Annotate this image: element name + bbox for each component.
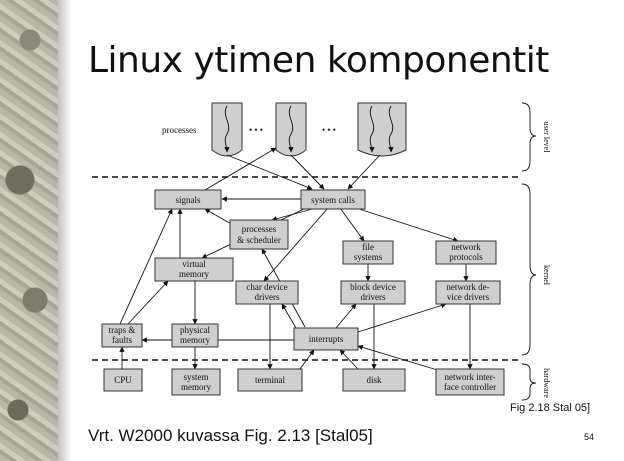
svg-text:& scheduler: & scheduler [237, 235, 281, 245]
node-traps-faults: traps & faults [101, 323, 143, 348]
node-processes-scheduler: processes & scheduler [229, 219, 289, 250]
decorative-strip-shadow [58, 0, 72, 461]
svg-text:disk: disk [366, 375, 382, 385]
node-cpu: CPU [103, 368, 143, 392]
node-network-interface-controller: network inter- face controller [435, 368, 505, 396]
svg-text:systems: systems [354, 252, 383, 262]
node-block-device-drivers: block device drivers [340, 280, 406, 305]
svg-text:virtual: virtual [182, 259, 206, 269]
svg-text:faults: faults [112, 335, 132, 345]
brace-hardware [521, 363, 537, 401]
page-number: 54 [584, 432, 595, 442]
svg-text:interrupts: interrupts [309, 334, 344, 344]
node-char-device-drivers: char device drivers [235, 280, 299, 305]
figure-source: Fig 2.18 Stal 05] [510, 402, 591, 414]
svg-text:network inter-: network inter- [444, 372, 495, 382]
svg-text:system calls: system calls [311, 195, 355, 205]
svg-text:drivers: drivers [255, 292, 280, 302]
svg-text:char device: char device [246, 282, 287, 292]
svg-text:network: network [451, 242, 481, 252]
svg-text:CPU: CPU [114, 375, 132, 385]
layer-label-kernel: kernel [542, 265, 551, 286]
node-interrupts: interrupts [293, 327, 359, 351]
slide-title: Linux ytimen komponentit [88, 40, 549, 81]
node-file-systems: file systems [342, 240, 394, 265]
processes-label: processes [162, 125, 197, 135]
brace-user-level [521, 102, 537, 172]
svg-text:block device: block device [350, 282, 396, 292]
svg-text:drivers: drivers [361, 292, 386, 302]
process-3 [357, 102, 407, 157]
decorative-left-strip [0, 0, 58, 461]
process-ellipsis-1: • • • [249, 125, 263, 135]
node-virtual-memory: virtual memory [154, 257, 234, 282]
node-network-device-drivers: network de- vice drivers [435, 280, 501, 305]
svg-text:memory: memory [181, 382, 211, 392]
layer-label-hardware: hardware [542, 368, 551, 398]
svg-text:memory: memory [179, 269, 209, 279]
svg-text:physical: physical [180, 325, 210, 335]
svg-text:terminal: terminal [255, 375, 285, 385]
node-network-protocols: network protocols [435, 240, 497, 265]
svg-text:network de-: network de- [446, 282, 489, 292]
layer-label-user-level: user level [542, 122, 551, 154]
process-2 [275, 102, 307, 157]
node-system-calls: system calls [300, 189, 366, 210]
process-ellipsis-2: • • • [322, 125, 336, 135]
node-physical-memory: physical memory [171, 323, 219, 348]
svg-text:memory: memory [180, 335, 210, 345]
svg-text:vice drivers: vice drivers [447, 292, 490, 302]
node-disk: disk [342, 368, 406, 392]
diagram-arrows [119, 147, 473, 373]
svg-text:protocols: protocols [449, 252, 483, 262]
svg-text:traps &: traps & [109, 325, 136, 335]
node-signals: signals [154, 189, 222, 210]
svg-text:system: system [183, 372, 208, 382]
svg-text:signals: signals [175, 195, 200, 205]
process-1 [211, 102, 243, 157]
footer-reference: Vrt. W2000 kuvassa Fig. 2.13 [Stal05] [88, 426, 373, 445]
svg-text:processes: processes [242, 224, 277, 234]
node-terminal: terminal [237, 368, 303, 392]
svg-text:face controller: face controller [444, 382, 496, 392]
svg-text:file: file [362, 242, 374, 252]
node-system-memory: system memory [171, 368, 221, 396]
brace-kernel [521, 183, 537, 356]
